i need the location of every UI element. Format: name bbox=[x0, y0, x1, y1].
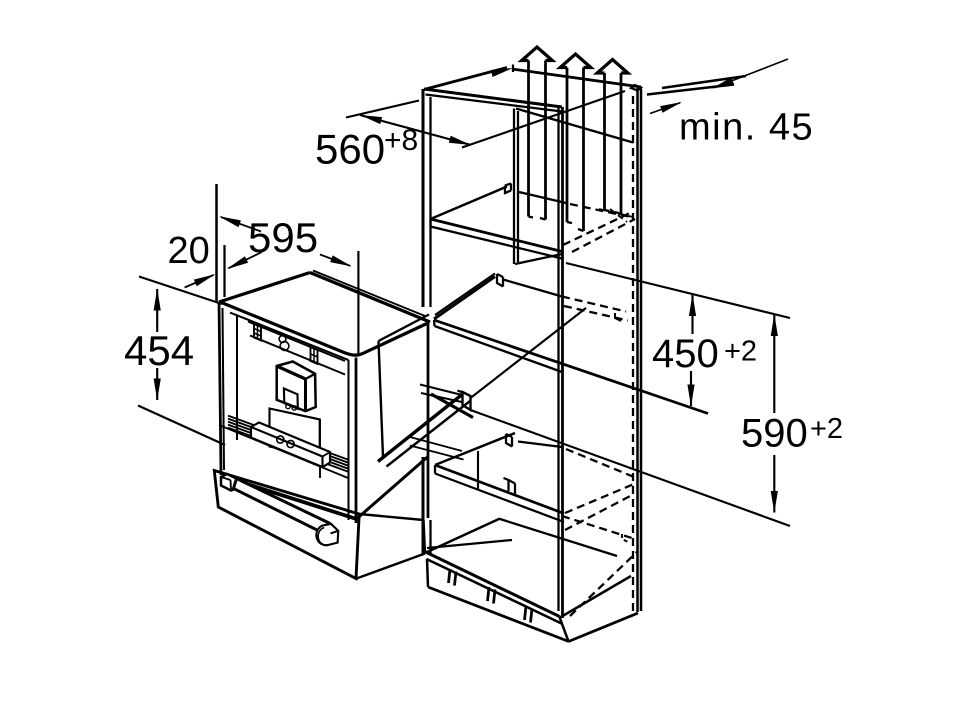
svg-text:min. 45: min. 45 bbox=[679, 107, 814, 149]
svg-text:590: 590 bbox=[741, 412, 808, 456]
svg-text:595: 595 bbox=[248, 214, 318, 261]
svg-text:454: 454 bbox=[124, 327, 194, 374]
svg-text:+8: +8 bbox=[384, 124, 418, 157]
svg-text:+2: +2 bbox=[724, 336, 757, 368]
svg-text:20: 20 bbox=[168, 230, 210, 272]
svg-text:450: 450 bbox=[652, 332, 719, 376]
svg-text:+2: +2 bbox=[810, 413, 843, 445]
svg-text:560: 560 bbox=[315, 126, 385, 173]
